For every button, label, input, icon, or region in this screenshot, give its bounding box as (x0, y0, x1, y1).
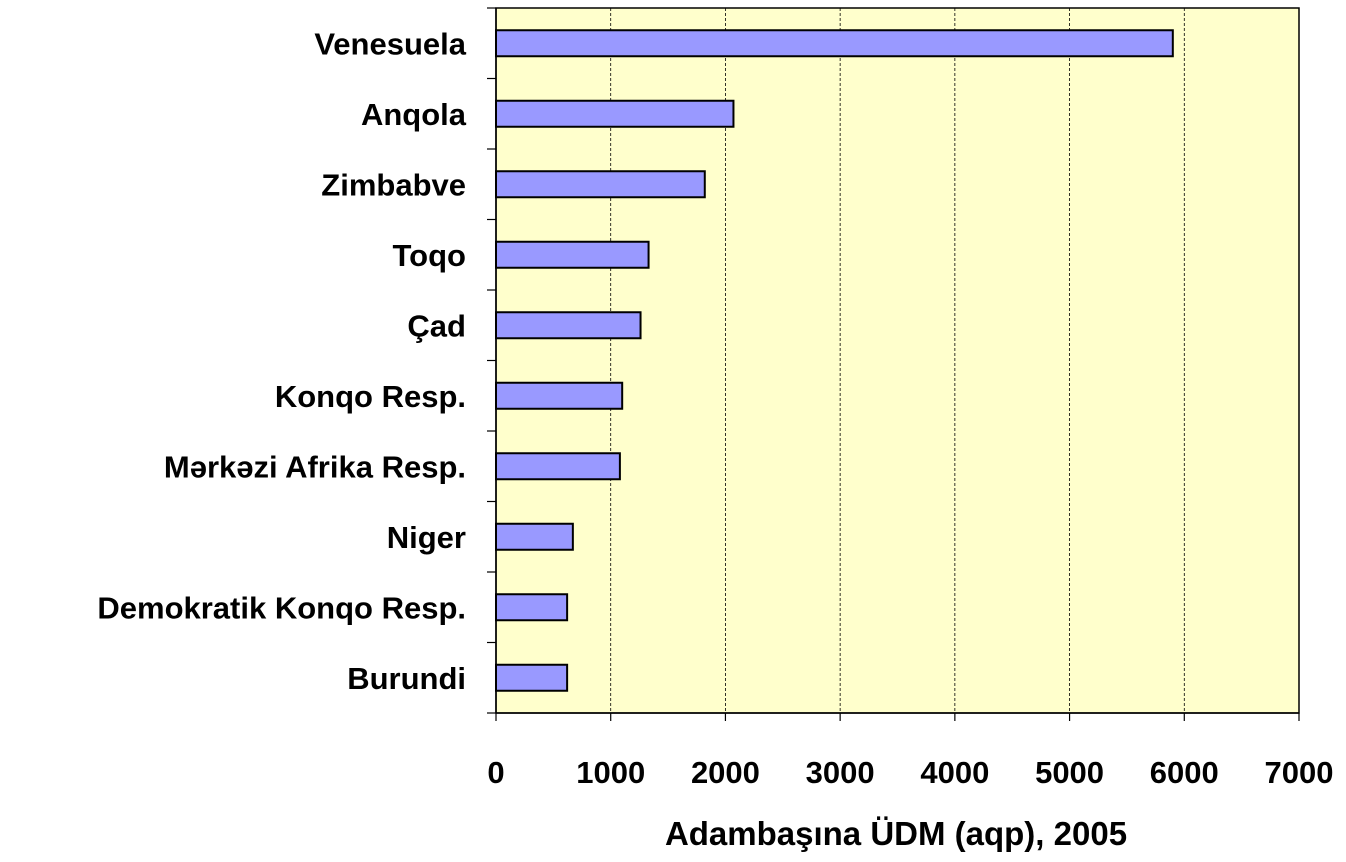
category-label: Toqo (393, 238, 466, 273)
x-tick-label: 4000 (920, 755, 989, 790)
bar (495, 452, 621, 481)
category-label: Mərkəzi Afrika Resp. (164, 449, 466, 484)
bar (495, 311, 642, 340)
bar (495, 663, 569, 692)
x-tick-label: 3000 (806, 755, 875, 790)
axes (487, 7, 1300, 721)
bar (495, 240, 650, 269)
x-tick-label: 5000 (1035, 755, 1104, 790)
category-label: Zimbabve (321, 167, 466, 202)
x-tick-label: 0 (487, 755, 504, 790)
category-label: Burundi (347, 661, 466, 696)
bar (495, 29, 1174, 58)
x-axis-title: Adambaşına ÜDM (aqp), 2005 (665, 815, 1127, 852)
x-tick-label: 6000 (1150, 755, 1219, 790)
bar (495, 170, 706, 199)
category-label: Venesuela (314, 26, 466, 61)
bar (495, 593, 569, 622)
category-label: Demokratik Konqo Resp. (97, 590, 466, 625)
category-label: Konqo Resp. (275, 379, 466, 414)
bar (495, 381, 624, 410)
x-tick-label: 7000 (1265, 755, 1334, 790)
x-tick-label: 1000 (576, 755, 645, 790)
bar (495, 522, 574, 551)
bar (495, 99, 735, 128)
category-label: Anqola (361, 97, 467, 132)
category-label: Niger (387, 520, 466, 555)
bars (495, 29, 1174, 692)
x-tick-label: 2000 (691, 755, 760, 790)
category-label: Çad (407, 308, 466, 343)
